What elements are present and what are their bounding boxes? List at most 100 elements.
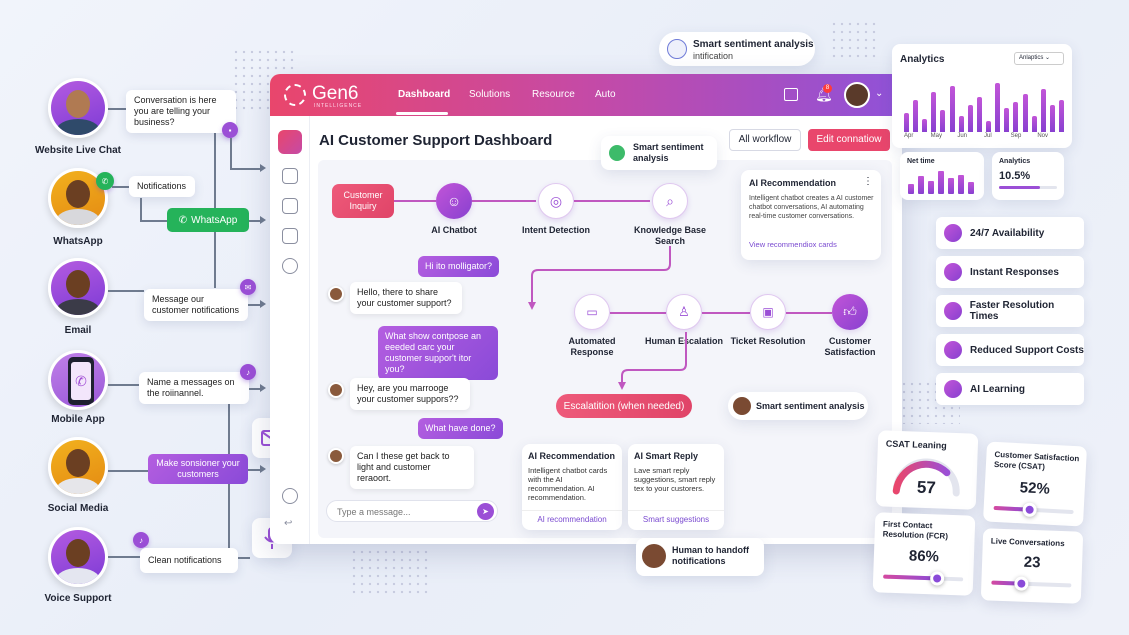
ai-recommendation-card: AI Recommendation ⋮ Intelligent chatbot …	[741, 170, 881, 260]
settings-icon[interactable]	[282, 258, 298, 274]
analytics-bar-chart	[904, 78, 1064, 132]
more-icon[interactable]: ⋮	[863, 176, 873, 187]
chat-message-in: Hey, are you marrooge your customer supp…	[350, 378, 470, 410]
analytics-summary-bar	[999, 186, 1057, 189]
analytics-month-label: Nov	[1037, 133, 1048, 139]
chevron-down-icon[interactable]: ⌄	[875, 88, 884, 99]
connector-line	[249, 220, 261, 222]
user-avatar[interactable]	[844, 82, 870, 108]
net-time-bar	[908, 183, 914, 194]
analytics-month-label: Jul	[984, 133, 992, 139]
fcr-slider[interactable]	[883, 571, 964, 586]
connector-line	[214, 118, 216, 288]
flow-connector	[702, 312, 750, 314]
nav-solutions[interactable]: Solutions	[469, 89, 511, 100]
chat-message-out: Hi ito molligator?	[418, 256, 500, 277]
edit-connection-button[interactable]: Edit connatiow	[808, 129, 890, 151]
ai-rec-card: AI Recommendation Intelligent chatbot ca…	[522, 444, 622, 530]
customer-inquiry-node[interactable]: Customer Inquiry	[332, 184, 394, 218]
nav-resource[interactable]: Resource	[532, 89, 575, 100]
ai-chatbot-node[interactable]: ☺	[436, 183, 472, 219]
brand-sub: INTELLIGENCE	[314, 103, 363, 109]
briefcase-icon: ▣	[762, 305, 774, 319]
ai-chatbot-label: AI Chatbot	[431, 225, 477, 235]
channel-label-whatsapp: WhatsApp	[53, 236, 103, 247]
analytics-bar	[986, 121, 992, 132]
analytics-bar	[931, 91, 937, 132]
live-conversations-slider[interactable]	[991, 576, 1072, 591]
whatsapp-icon: ✆	[96, 172, 114, 190]
csat-leaning-value: 57	[916, 477, 937, 498]
mobile-app-bubble: Name a messages on the roiinannel.	[139, 372, 249, 404]
sentiment-tooltip-text: Smart sentiment analysis	[633, 142, 704, 163]
connector-line	[249, 388, 261, 390]
sentiment-callout-sub: intification	[693, 51, 734, 61]
agent-avatar	[328, 448, 344, 464]
gear-icon[interactable]	[282, 488, 298, 504]
intent-detection-node[interactable]: ◎	[538, 183, 574, 219]
ai-reply-link[interactable]: Smart suggestions	[628, 510, 724, 524]
net-time-panel: Net time	[900, 152, 984, 200]
agent-avatar	[642, 544, 666, 568]
all-workflow-button[interactable]: All workflow	[729, 129, 801, 151]
smile-icon	[609, 145, 625, 161]
nav-auto[interactable]: Auto	[595, 89, 616, 100]
chat-icon: ▪	[222, 122, 238, 138]
calendar-icon[interactable]	[784, 88, 798, 101]
website-chat-bubble: Conversation is here you are telling you…	[126, 90, 236, 133]
feature-label: Instant Responses	[970, 266, 1059, 278]
social-media-bubble-text: Make sonsioner your customers	[156, 458, 240, 479]
connector-line	[238, 557, 250, 559]
flow-connector	[574, 200, 650, 202]
sentiment-callout-title: Smart sentiment analysis	[693, 39, 814, 50]
arrow-icon[interactable]: ↩	[284, 518, 293, 529]
rec-card-link[interactable]: View recommendiox cards	[749, 240, 837, 249]
bell-icon: ♪	[240, 364, 256, 380]
grid-icon[interactable]	[282, 168, 298, 184]
document-icon[interactable]	[282, 228, 298, 244]
knowledge-base-node[interactable]: ⌕	[652, 183, 688, 219]
escalation-node[interactable]: Escalatition (when needed)	[556, 394, 692, 418]
fcr-card: First Contact Resolution (FCR) 86%	[872, 512, 976, 596]
bell-icon: ♪	[133, 532, 149, 548]
analytics-summary: Analytics 10.5%	[992, 152, 1064, 200]
connector-line	[140, 198, 142, 220]
analytics-bar	[940, 110, 946, 132]
top-nav-bar: Gen6 INTELLIGENCE Dashboard Solutions Re…	[270, 74, 902, 116]
automated-response-node[interactable]: ▭	[574, 294, 610, 330]
brand-logo-icon	[284, 84, 306, 106]
sentiment-callout: Smart sentiment analysis intification	[659, 32, 815, 66]
human-escalation-node[interactable]: ♙	[666, 294, 702, 330]
analytics-bar	[1059, 99, 1064, 132]
feature-instant: Instant Responses	[936, 256, 1084, 288]
feature-availability: 24/7 Availability	[936, 217, 1084, 249]
feature-label: 24/7 Availability	[970, 227, 1045, 239]
chat-message-out: What show contpose an eeeded carc your c…	[378, 326, 498, 380]
ticket-resolution-label: Ticket Resolution	[730, 336, 806, 346]
clock-icon	[944, 224, 962, 242]
ai-smart-reply-card: AI Smart Reply Lave smart reply suggesti…	[628, 444, 724, 530]
ai-rec-link[interactable]: AI recommendation	[522, 510, 622, 524]
analytics-month-label: Jun	[957, 133, 968, 139]
social-media-avatar	[48, 437, 108, 497]
customer-satisfaction-node[interactable]: 👍︎	[832, 294, 868, 330]
connector-line	[248, 304, 260, 306]
nav-dashboard[interactable]: Dashboard	[398, 89, 451, 100]
arrow-icon	[260, 164, 266, 172]
smart-sentiment-chip-text: Smart sentiment analysis	[756, 401, 865, 411]
send-button[interactable]: ➤	[477, 503, 494, 520]
ticket-resolution-node[interactable]: ▣	[750, 294, 786, 330]
chat-icon	[944, 263, 962, 281]
csat-slider[interactable]	[993, 502, 1074, 518]
connector-line	[140, 220, 168, 222]
fcr-value: 86%	[908, 547, 940, 566]
analytics-select[interactable]: Anlaptics ⌄	[1014, 52, 1064, 65]
fcr-title: First Contact Resolution (FCR)	[882, 519, 949, 541]
dashboard-window: Gen6 INTELLIGENCE Dashboard Solutions Re…	[270, 74, 902, 544]
calendar-icon[interactable]	[282, 198, 298, 214]
sidebar-home[interactable]	[278, 130, 302, 154]
chat-input[interactable]: Type a message... ➤	[326, 500, 498, 522]
customer-inquiry-label: Customer Inquiry	[343, 190, 383, 211]
brand-name: Gen6	[312, 83, 359, 104]
connector-line	[112, 186, 130, 188]
